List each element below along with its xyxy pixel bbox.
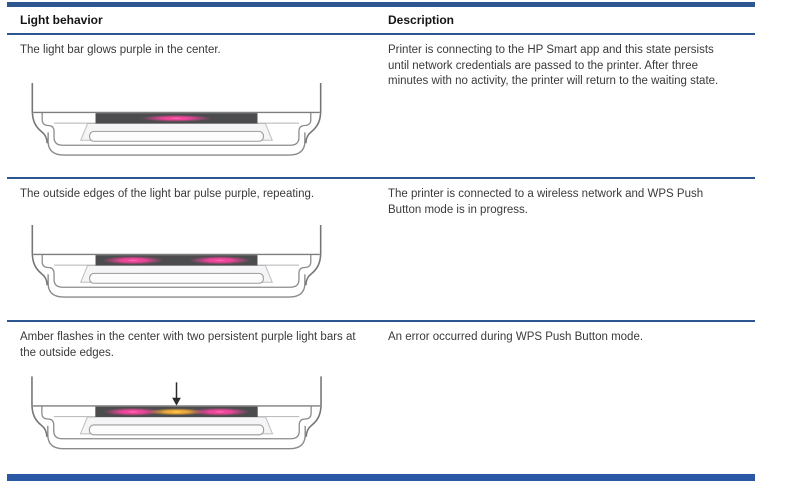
printer-left-side <box>31 224 48 285</box>
column-header-description: Description <box>388 13 455 27</box>
table-bottom-rule <box>7 474 755 481</box>
description-text: Printer is connecting to the HP Smart ap… <box>388 44 719 87</box>
behavior-text: The light bar glows purple in the center… <box>20 44 221 56</box>
printer-left-side <box>31 376 48 437</box>
light-glow-core <box>156 115 197 121</box>
printer-light-bar <box>95 254 258 265</box>
printer-illustration-purple-edges <box>31 224 322 298</box>
printer-middle-shell <box>41 112 312 146</box>
down-arrow-icon <box>172 382 181 406</box>
table-row: The outside edges of the light bar pulse… <box>7 179 755 322</box>
light-behavior-cell: The outside edges of the light bar pulse… <box>7 179 388 320</box>
table-top-rule <box>7 2 755 7</box>
printer-illustration-amber-center <box>31 376 322 450</box>
printer-tray-lip <box>89 130 264 142</box>
printer-outer-shell <box>47 425 306 450</box>
printer-outer-shell <box>47 273 306 298</box>
light-behavior-cell: The light bar glows purple in the center… <box>7 35 388 177</box>
light-behavior-cell: Amber flashes in the center with two per… <box>7 322 388 474</box>
printer-illustration-purple-center <box>31 82 322 156</box>
printer-right-side <box>305 224 322 285</box>
printer-outer-shell <box>47 131 306 156</box>
table-row: The light bar glows purple in the center… <box>7 35 755 179</box>
printer-left-side <box>31 82 48 143</box>
printer-middle-shell <box>41 406 312 440</box>
description-cell: The printer is connected to a wireless n… <box>388 179 755 320</box>
behavior-text: Amber flashes in the center with two per… <box>20 331 356 359</box>
printer-tray-lip <box>88 424 265 436</box>
printer-middle-shell <box>41 254 312 288</box>
description-text: The printer is connected to a wireless n… <box>388 188 704 216</box>
description-cell: An error occurred during WPS Push Button… <box>388 322 755 474</box>
behavior-text: The outside edges of the light bar pulse… <box>20 188 315 200</box>
printer-right-side <box>305 376 322 437</box>
light-glow-core <box>116 256 150 264</box>
light-glow-core <box>160 409 193 415</box>
column-header-light-behavior: Light behavior <box>20 13 103 27</box>
light-behavior-table: Light behavior Description The light bar… <box>7 2 755 481</box>
printer-tray-lip <box>89 272 264 284</box>
printer-right-side <box>305 82 322 143</box>
description-text: An error occurred during WPS Push Button… <box>388 331 644 343</box>
light-glow-core <box>203 256 237 264</box>
light-glow-core <box>116 408 150 415</box>
description-cell: Printer is connecting to the HP Smart ap… <box>388 35 755 177</box>
light-glow-core <box>203 408 237 415</box>
table-header-row: Light behavior Description <box>7 7 755 35</box>
table-row: Amber flashes in the center with two per… <box>7 322 755 474</box>
